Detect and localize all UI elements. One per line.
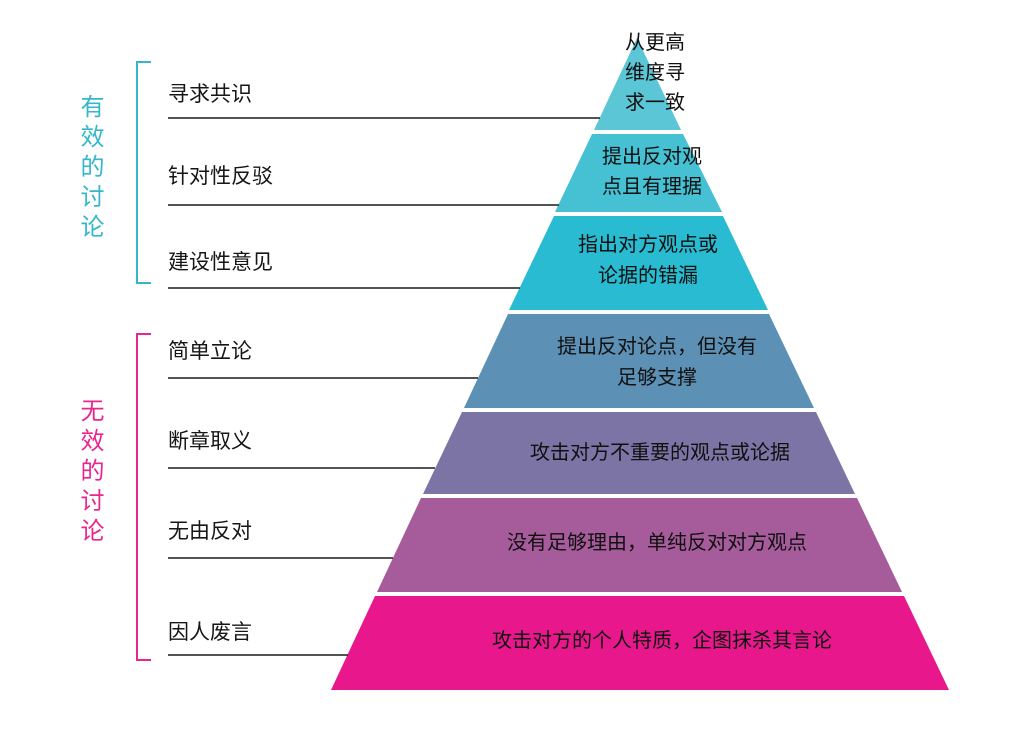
pyramid-level-5-shape <box>423 412 855 494</box>
row-label-groundless-opposition: 无由反对 <box>168 520 252 543</box>
pyramid-level-7-shape <box>331 596 949 690</box>
pyramid-level-6-text: 没有足够理由，单纯反对对方观点 <box>507 532 807 554</box>
pyramid-level-2-text: 提出反对观 点且有理据 <box>602 146 702 198</box>
pyramid-level-4-text: 提出反对论点，但没有 足够支撑 <box>557 336 757 389</box>
ineffective-group-bracket <box>136 333 151 661</box>
row-label-targeted-rebuttal: 针对性反驳 <box>168 165 273 188</box>
pyramid-level-5-text: 攻击对方不重要的观点或论据 <box>530 442 790 464</box>
pyramid-level-2-shape <box>555 134 722 212</box>
pyramid-level-6-shape <box>377 498 902 592</box>
row-label-constructive-opinion: 建设性意见 <box>168 251 273 274</box>
pyramid-level-3-shape <box>509 216 768 310</box>
effective-group-bracket <box>136 61 151 284</box>
pyramid-level-1-text: 从更高 维度寻 求一致 <box>625 32 685 114</box>
row-label-simple-assertion: 简单立论 <box>168 340 252 363</box>
ineffective-discussion-group-label: 无效的讨论 <box>76 398 103 548</box>
effective-discussion-group-label: 有效的讨论 <box>76 94 103 244</box>
pyramid-level-4-shape <box>464 314 814 408</box>
pyramid-level-7-text: 攻击对方的个人特质，企图抹杀其言论 <box>492 630 832 652</box>
row-label-ad-hominem: 因人废言 <box>168 621 252 644</box>
pyramid-level-3-text: 指出对方观点或 论据的错漏 <box>578 234 718 287</box>
row-label-out-of-context: 断章取义 <box>168 430 252 453</box>
pyramid-level-1-shape <box>594 38 681 130</box>
row-label-seek-consensus: 寻求共识 <box>168 83 252 106</box>
